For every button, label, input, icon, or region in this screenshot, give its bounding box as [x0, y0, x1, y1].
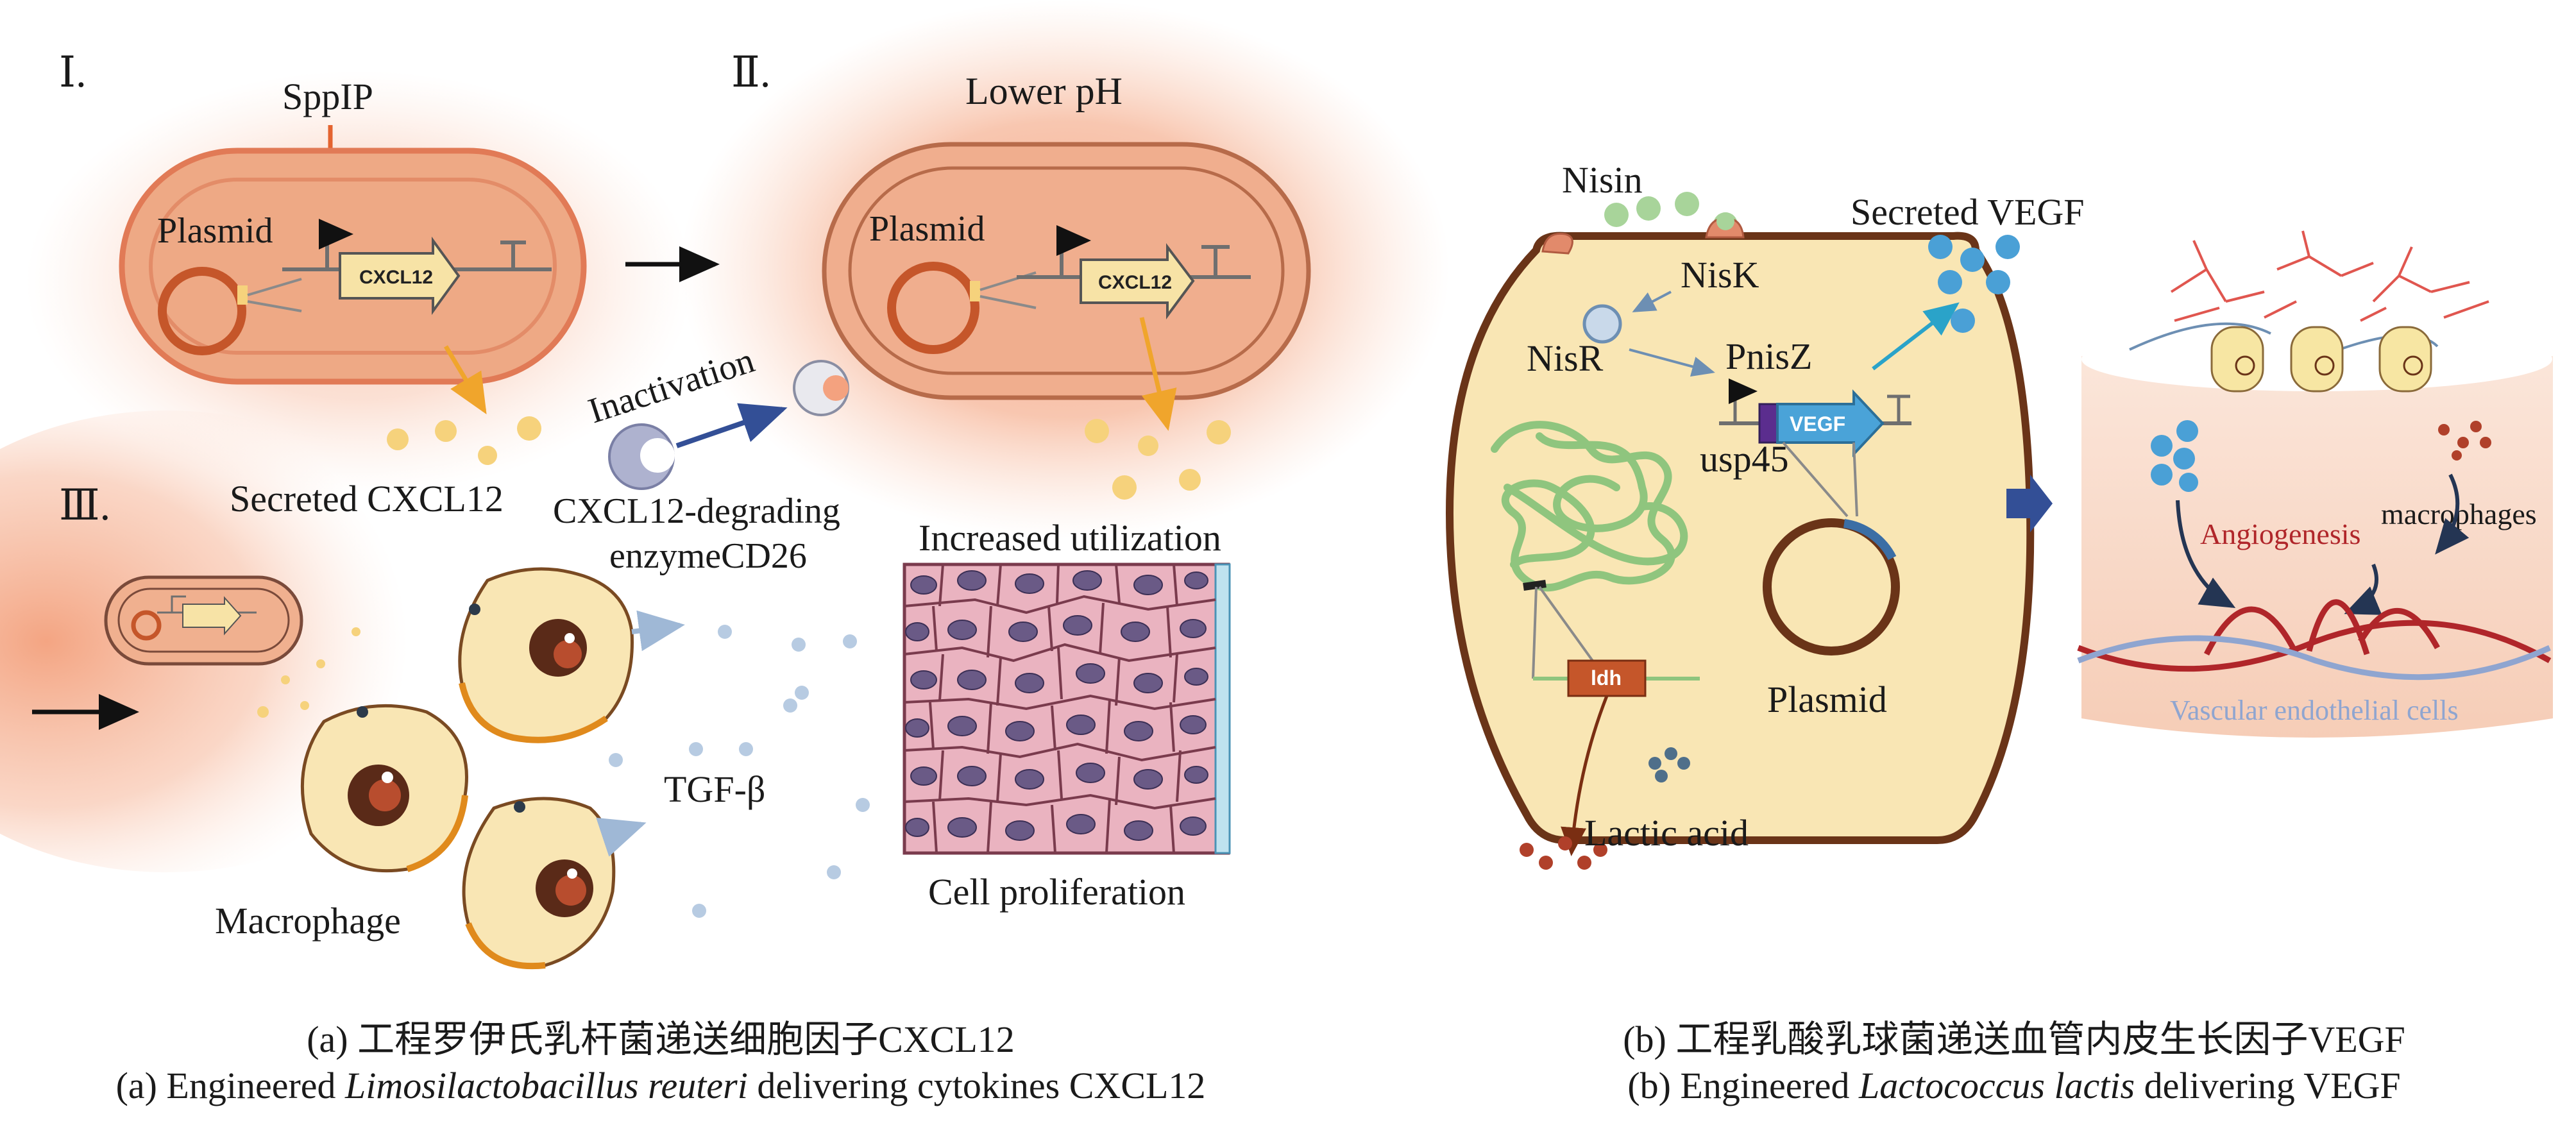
- ldh-gene-label: ldh: [1591, 666, 1622, 689]
- lactic-acid-arrow: [1561, 695, 1609, 856]
- species-name-a: Limosilactobacillus reuteri: [345, 1065, 748, 1106]
- lactic-acid-dots-inside: [1648, 747, 1690, 782]
- increased-utilization-label: Increased utilization: [919, 517, 1221, 559]
- endothelial-cell-3: [2378, 326, 2432, 393]
- nisr-label: NisR: [1527, 337, 1604, 379]
- terminator-icon-1: [500, 241, 526, 269]
- bacterium-1: Plasmid CXCL12: [119, 148, 587, 385]
- vascular-panel: Angiogenesis macrophages Vascular endoth…: [2077, 230, 2553, 738]
- nisr-to-pnisz-arrow: [1629, 348, 1715, 377]
- plasmid-icon-1: [158, 267, 246, 355]
- nisk-to-nisr-arrow: [1632, 291, 1672, 312]
- macrophage-3: [462, 797, 616, 970]
- degrading-enzyme-label-2: enzymeCD26: [609, 536, 807, 576]
- caption-b: (b) 工程乳酸乳球菌递送血管内皮生长因子VEGF (b) Engineered…: [1488, 1017, 2540, 1109]
- tgf-arrow-1: [631, 610, 685, 652]
- plasmid-icon-vegf: [1763, 518, 1900, 656]
- cxcl12-gene-label-1: CXCL12: [359, 267, 433, 288]
- vegf-terminator-icon: [1887, 394, 1910, 423]
- vegf-gene-label: VEGF: [1790, 412, 1845, 436]
- chromosome-icon: [1491, 421, 1688, 592]
- panel-b: Nisin NisK NisR PnisZ Secreted VEGF: [1445, 159, 2553, 870]
- caption-a-english: (a) Engineered Limosilactobacillus reute…: [115, 1065, 1206, 1106]
- species-name-b: Lactococcus lactis: [1859, 1065, 2135, 1106]
- plasmid-label-1: Plasmid: [157, 211, 273, 251]
- section-label-2: Ⅱ.: [731, 49, 770, 96]
- plasmid-label-2: Plasmid: [869, 209, 985, 249]
- usp45-box: [1758, 403, 1779, 444]
- bacterium-3: [104, 575, 303, 666]
- secreted-cxcl12-dots: [387, 416, 1231, 500]
- outcome-arrow: [2006, 475, 2053, 532]
- angiogenesis-label: Angiogenesis: [2200, 518, 2360, 550]
- cell-proliferation-label: Cell proliferation: [928, 871, 1185, 913]
- receptor-icon-left: [1541, 232, 1573, 255]
- sppip-label: SppIP: [282, 76, 373, 117]
- vegf-gene-arrow: [1776, 389, 1885, 458]
- vascular-endothelial-label: Vascular endothelial cells: [2170, 695, 2459, 726]
- secreted-vegf-label: Secreted VEGF: [1851, 191, 2085, 233]
- vegf-secretion-arrow: [1872, 302, 1960, 371]
- vegf-dots-vessel: [2151, 420, 2198, 492]
- tgf-beta-label: TGF-β: [664, 768, 765, 810]
- section-label-1: Ⅰ.: [59, 49, 87, 96]
- bacterium-2: Plasmid CXCL12: [822, 142, 1311, 400]
- cxcl12-gene-arrow-2: [1080, 243, 1195, 320]
- nisin-label: Nisin: [1562, 159, 1643, 201]
- macrophage-label: Macrophage: [215, 900, 401, 942]
- macrophage-1: [458, 567, 634, 743]
- lactic-acid-dots: [1520, 836, 1607, 870]
- lactococcus-cell: [1445, 232, 2035, 844]
- degrading-enzyme-label-1: CXCL12-degrading: [553, 491, 840, 531]
- macrophage-2: [300, 704, 468, 873]
- promoter-icon-2: [1056, 225, 1091, 277]
- secretion-arrow-1: [443, 345, 487, 415]
- nisk-receptor-icon: [1705, 212, 1745, 239]
- inactivation-arrow: [675, 403, 788, 448]
- cxcl12-gene-label-2: CXCL12: [1098, 272, 1172, 293]
- nisr-icon: [1582, 304, 1622, 344]
- lactic-acid-label: Lactic acid: [1584, 812, 1749, 854]
- promoter-icon-1: [319, 219, 353, 269]
- caption-a: (a) 工程罗伊氏乳杆菌递送细胞因子CXCL12 (a) Engineered …: [0, 1017, 1321, 1109]
- usp45-label: usp45: [1700, 438, 1789, 480]
- ldh-gene-box: [1567, 659, 1647, 697]
- secreted-cxcl12-label: Secreted CXCL12: [230, 478, 504, 520]
- vegf-dots: [1928, 235, 2020, 333]
- terminator-icon-2: [1201, 245, 1230, 277]
- blood-vessel-blue: [2077, 635, 2551, 681]
- nisk-label: NisK: [1681, 254, 1759, 296]
- caption-b-chinese: (b) 工程乳酸乳球菌递送血管内皮生长因子VEGF: [1623, 1019, 2405, 1060]
- lower-ph-label: Lower pH: [965, 70, 1123, 112]
- secretion-arrow-2: [1139, 317, 1177, 431]
- plasmid-label-vegf: Plasmid: [1767, 679, 1887, 720]
- section-label-3: Ⅲ.: [59, 482, 110, 529]
- cxcl12-small-dots: [257, 627, 360, 718]
- endothelial-cell-2: [2290, 326, 2344, 393]
- tgf-arrow-2: [596, 817, 647, 857]
- macrophage-dots-vessel: [2438, 421, 2491, 461]
- cxcl12-gene-arrow-1: [339, 236, 461, 316]
- caption-b-english: (b) Engineered Lactococcus lactis delive…: [1627, 1065, 2401, 1106]
- blood-vessel-red: [2077, 620, 2552, 672]
- caption-a-chinese: (a) 工程罗伊氏乳杆菌递送细胞因子CXCL12: [307, 1019, 1015, 1060]
- pnisz-promoter-icon: [1729, 378, 1758, 423]
- plasmid-icon-2: [887, 262, 979, 354]
- proliferating-tissue: [902, 562, 1231, 855]
- pnisz-label: PnisZ: [1725, 335, 1812, 377]
- endothelial-cell-1: [2210, 326, 2264, 393]
- panel-a: Ⅰ. Ⅱ. Ⅲ. SppIP Plasmid CXCL12 Lower pH: [0, 0, 1450, 970]
- tgf-beta-dots: [609, 625, 870, 918]
